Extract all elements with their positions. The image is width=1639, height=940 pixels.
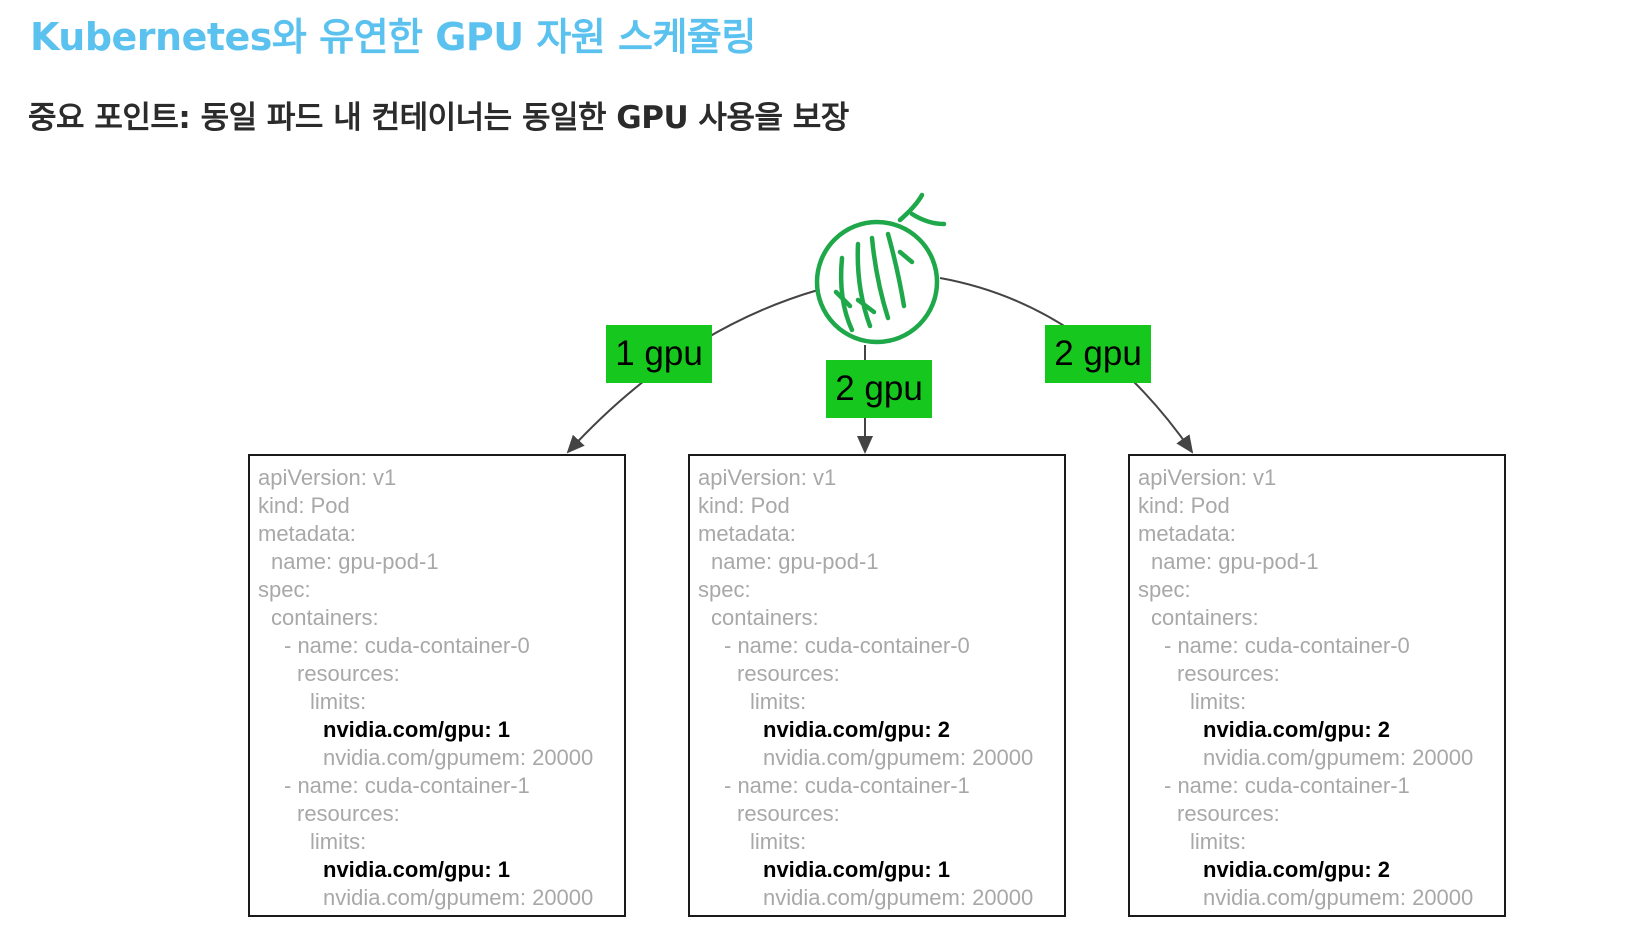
yaml-line: resources:	[737, 801, 840, 826]
gpu-limit-line: nvidia.com/gpu: 1	[323, 717, 511, 742]
yaml-line: resources:	[737, 661, 840, 686]
gpu-limit-line: nvidia.com/gpu: 2	[1203, 717, 1391, 742]
yaml-line: nvidia.com/gpumem: 20000	[763, 745, 1034, 770]
pod-spec-1: apiVersion: v1 kind: Pod metadata: name: gp…	[248, 454, 626, 917]
page-subtitle: 중요 포인트: 동일 파드 내 컨테이너는 동일한 GPU 사용을 보장	[28, 100, 849, 136]
gpu-limit-line: nvidia.com/gpu: 2	[1203, 857, 1391, 882]
yaml-line: containers:	[271, 605, 379, 630]
yaml-line: metadata:	[698, 521, 796, 546]
gpu-badge-2: 2 gpu	[826, 360, 932, 418]
gpu-limit-line: nvidia.com/gpu: 1	[323, 857, 511, 882]
yaml-line: - name: cuda-container-0	[724, 633, 970, 658]
yaml-line: limits:	[310, 689, 367, 714]
yaml-line: - name: cuda-container-1	[724, 773, 970, 798]
yaml-line: name: gpu-pod-1	[711, 549, 879, 574]
yaml-line: apiVersion: v1	[1138, 465, 1277, 490]
yaml-line: metadata:	[1138, 521, 1236, 546]
yaml-line: - name: cuda-container-1	[284, 773, 530, 798]
yaml-line: limits:	[750, 689, 807, 714]
yaml-line: spec:	[698, 577, 751, 602]
yaml-line: nvidia.com/gpumem: 20000	[763, 885, 1034, 910]
yaml-line: nvidia.com/gpumem: 20000	[323, 745, 594, 770]
yaml-line: limits:	[750, 829, 807, 854]
yaml-line: metadata:	[258, 521, 356, 546]
pod-spec-2: apiVersion: v1 kind: Pod metadata: name: gp…	[688, 454, 1066, 917]
yaml-line: containers:	[1151, 605, 1259, 630]
yaml-line: apiVersion: v1	[698, 465, 837, 490]
gpu-badge-1: 1 gpu	[606, 325, 712, 383]
yaml-line: - name: cuda-container-0	[1164, 633, 1410, 658]
yaml-line: nvidia.com/gpumem: 20000	[1203, 745, 1474, 770]
pod-spec-3: apiVersion: v1 kind: Pod metadata: name: gp…	[1128, 454, 1506, 917]
page-title: Kubernetes와 유연한 GPU 자원 스케쥴링	[30, 15, 756, 59]
yaml-line: resources:	[297, 661, 400, 686]
yaml-line: limits:	[1190, 829, 1247, 854]
yaml-line: limits:	[1190, 689, 1247, 714]
yaml-line: spec:	[258, 577, 311, 602]
yaml-line: name: gpu-pod-1	[1151, 549, 1319, 574]
yaml-line: kind: Pod	[698, 493, 790, 518]
gpu-badge-3: 2 gpu	[1045, 325, 1151, 383]
yaml-line: resources:	[1177, 661, 1280, 686]
gpu-limit-line: nvidia.com/gpu: 1	[763, 857, 951, 882]
yaml-line: apiVersion: v1	[258, 465, 397, 490]
yaml-line: resources:	[297, 801, 400, 826]
yaml-line: nvidia.com/gpumem: 20000	[323, 885, 594, 910]
yaml-line: limits:	[310, 829, 367, 854]
yaml-line: containers:	[711, 605, 819, 630]
yaml-line: - name: cuda-container-0	[284, 633, 530, 658]
yaml-line: name: gpu-pod-1	[271, 549, 439, 574]
yaml-line: kind: Pod	[1138, 493, 1230, 518]
yaml-line: - name: cuda-container-1	[1164, 773, 1410, 798]
gpu-limit-line: nvidia.com/gpu: 2	[763, 717, 951, 742]
yaml-line: resources:	[1177, 801, 1280, 826]
melon-icon	[814, 192, 947, 345]
yaml-line: kind: Pod	[258, 493, 350, 518]
yaml-line: nvidia.com/gpumem: 20000	[1203, 885, 1474, 910]
yaml-line: spec:	[1138, 577, 1191, 602]
